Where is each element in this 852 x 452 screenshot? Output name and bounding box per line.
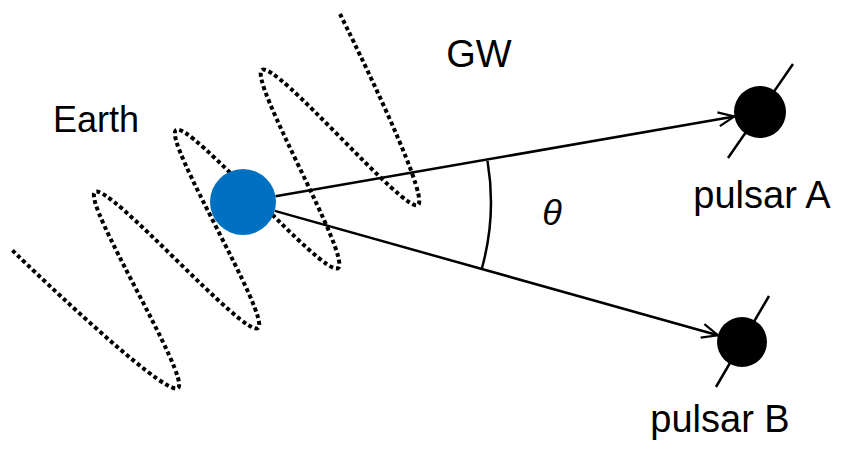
node-label: pulsar B <box>650 398 789 442</box>
angle-arc <box>482 161 491 270</box>
pulsar-beam <box>716 296 769 387</box>
earth-circle: Earth <box>210 169 276 235</box>
node-label: pulsar A <box>693 174 830 218</box>
gravitational-wave <box>12 14 419 388</box>
pulsar-circle: pulsar A <box>734 86 786 138</box>
circle-fill <box>717 317 767 367</box>
pulsar-beam <box>728 64 793 158</box>
angle-symbol: θ <box>542 192 562 233</box>
pulsar-circle: pulsar B <box>717 317 767 367</box>
sight-line-arrow <box>275 211 718 335</box>
circle-shape <box>210 169 276 235</box>
node-label: Earth <box>53 99 139 140</box>
sight-line-arrow <box>276 116 735 196</box>
circle-shape <box>717 317 767 367</box>
circle-fill <box>210 169 276 235</box>
circle-fill <box>734 86 786 138</box>
circle-shape <box>734 86 786 138</box>
wave-label: GW <box>446 33 511 77</box>
